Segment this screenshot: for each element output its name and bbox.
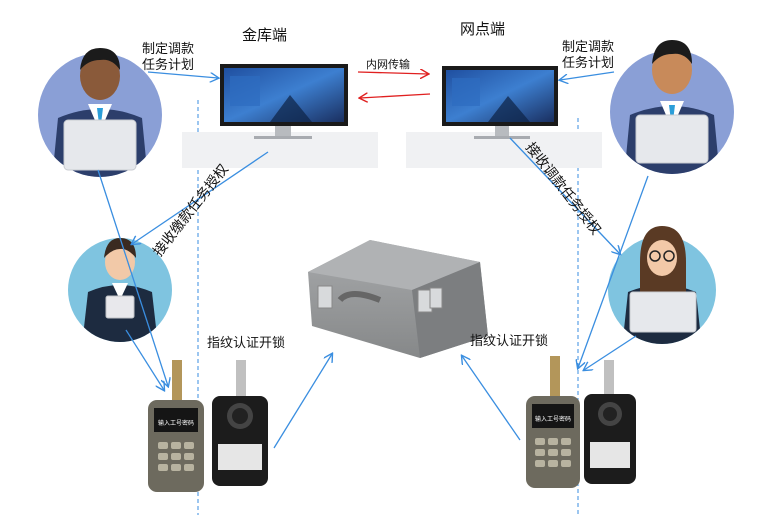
arrow-plan-right	[560, 71, 615, 80]
arrow-intranet-to-branch	[357, 72, 428, 74]
fingerprint-right-label: 指纹认证开锁	[470, 334, 549, 349]
manager-right-avatar	[610, 40, 734, 174]
teller-right-avatar	[608, 226, 716, 344]
device-screen-left: 输入工号密码	[158, 420, 195, 427]
manager-left-avatar	[38, 48, 162, 177]
key-device-left	[148, 360, 204, 492]
teller-left-avatar	[68, 238, 172, 342]
arrow-teller-to-device-left	[125, 329, 164, 390]
key-device-right	[526, 356, 580, 488]
device-screen-right: 输入工号密码	[535, 416, 572, 423]
plan-left-line2: 任务计划	[142, 58, 195, 73]
monitor-vault	[182, 64, 378, 168]
arrow-intranet-to-vault	[360, 94, 431, 98]
arrow-teller-to-device-right	[584, 335, 637, 370]
arrow-manager-to-device-right	[578, 175, 649, 368]
arrow-right-to-case	[462, 356, 521, 441]
intranet-label: 内网传输	[366, 58, 410, 71]
arrow-plan-left	[147, 71, 218, 78]
fingerprint-left-label: 指纹认证开锁	[207, 336, 286, 351]
arrow-branch-to-teller	[509, 137, 620, 254]
plan-left-line1: 制定调款	[142, 42, 195, 57]
arrow-left-to-case	[273, 354, 332, 449]
plan-right-line2: 任务计划	[562, 56, 615, 71]
branch-title: 网点端	[460, 20, 506, 38]
fingerprint-reader-right	[584, 360, 636, 484]
plan-right-line1: 制定调款	[562, 40, 615, 55]
vault-title: 金库端	[242, 26, 288, 44]
monitor-branch	[406, 66, 602, 168]
arrow-manager-to-device-left	[97, 169, 168, 386]
fingerprint-reader-left	[212, 360, 268, 486]
arrow-vault-to-teller	[132, 151, 269, 244]
cash-case	[308, 240, 488, 358]
